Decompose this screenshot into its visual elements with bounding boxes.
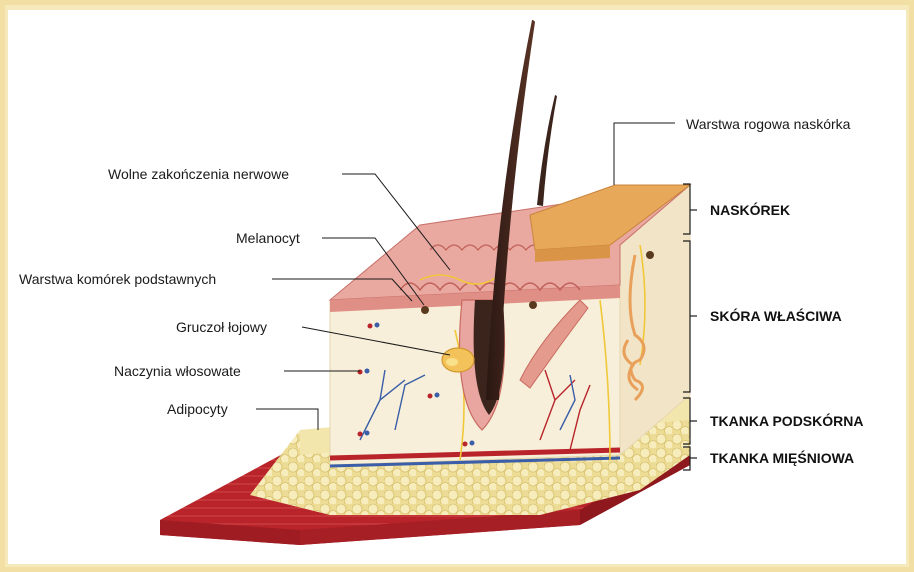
layer-label-skora: SKÓRA WŁAŚCIWA: [710, 308, 842, 324]
label-naczynia: Naczynia włosowate: [114, 363, 241, 379]
label-warstwa-rogowa: Warstwa rogowa naskórka: [686, 116, 850, 132]
layer-label-naskorek: NASKÓREK: [710, 202, 790, 218]
layer-label-podskorna: TKANKA PODSKÓRNA: [710, 413, 863, 429]
label-melanocyt: Melanocyt: [236, 230, 300, 246]
label-warstwa-podstawnych: Warstwa komórek podstawnych: [19, 271, 216, 287]
label-wolne-zakonczenia: Wolne zakończenia nerwowe: [108, 166, 289, 182]
sebaceous-gland: [442, 348, 474, 372]
layer-label-miesniowa: TKANKA MIĘŚNIOWA: [710, 450, 854, 466]
label-gruczol: Gruczoł łojowy: [176, 319, 267, 335]
label-adipocyty: Adipocyty: [167, 401, 228, 417]
